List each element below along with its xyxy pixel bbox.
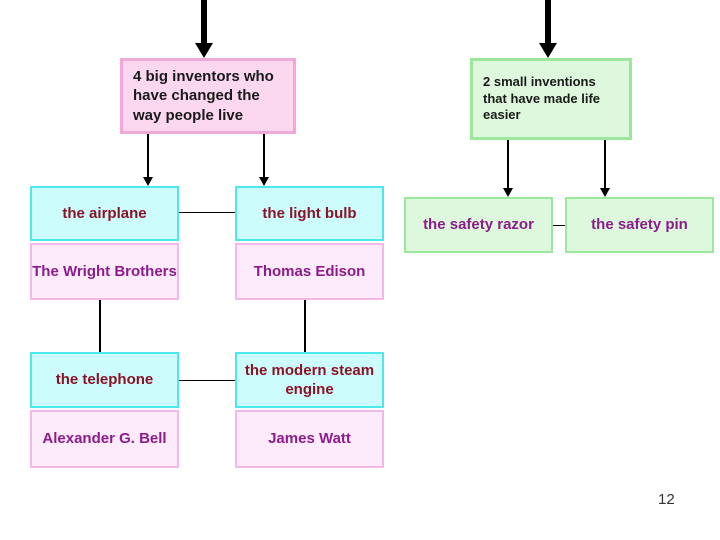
invention-safety-pin: the safety pin	[565, 197, 714, 253]
incoming-arrow-right-head	[539, 43, 557, 58]
header-big-inventors: 4 big inventors who have changed the way…	[120, 58, 296, 134]
connector-header-to-airplane-head	[143, 177, 153, 186]
invention-steam-engine: the modern steam engine	[235, 352, 384, 408]
connector-header-to-lightbulb-head	[259, 177, 269, 186]
connector-wright-to-telephone	[99, 300, 101, 353]
connector-header-to-airplane-shaft	[147, 134, 149, 178]
inventor-wright-brothers-label: The Wright Brothers	[32, 262, 177, 280]
connector-header-to-pin-shaft	[604, 140, 606, 189]
inventor-alexander-bell: Alexander G. Bell	[30, 410, 179, 468]
connector-telephone-to-steam-engine	[179, 380, 235, 381]
incoming-arrow-left-head	[195, 43, 213, 58]
page-number: 12	[658, 491, 675, 508]
connector-header-to-pin-head	[600, 188, 610, 197]
connector-airplane-to-lightbulb	[179, 212, 235, 213]
connector-header-to-razor-shaft	[507, 140, 509, 189]
incoming-arrow-right-shaft	[545, 0, 551, 45]
incoming-arrow-left-shaft	[201, 0, 207, 45]
invention-safety-razor: the safety razor	[404, 197, 553, 253]
invention-light-bulb: the light bulb	[235, 186, 384, 241]
connector-edison-to-steam-engine	[304, 300, 306, 353]
invention-telephone: the telephone	[30, 352, 179, 408]
inventor-wright-brothers: The Wright Brothers	[30, 243, 179, 300]
inventor-thomas-edison: Thomas Edison	[235, 243, 384, 300]
connector-razor-to-pin	[553, 225, 565, 226]
invention-steam-engine-label: the modern steam engine	[244, 361, 375, 398]
inventor-james-watt: James Watt	[235, 410, 384, 468]
connector-header-to-razor-head	[503, 188, 513, 197]
invention-airplane: the airplane	[30, 186, 179, 241]
connector-header-to-lightbulb-shaft	[263, 134, 265, 178]
inventor-alexander-bell-label: Alexander G. Bell	[42, 430, 167, 448]
header-small-inventions: 2 small inventions that have made life e…	[470, 58, 632, 140]
